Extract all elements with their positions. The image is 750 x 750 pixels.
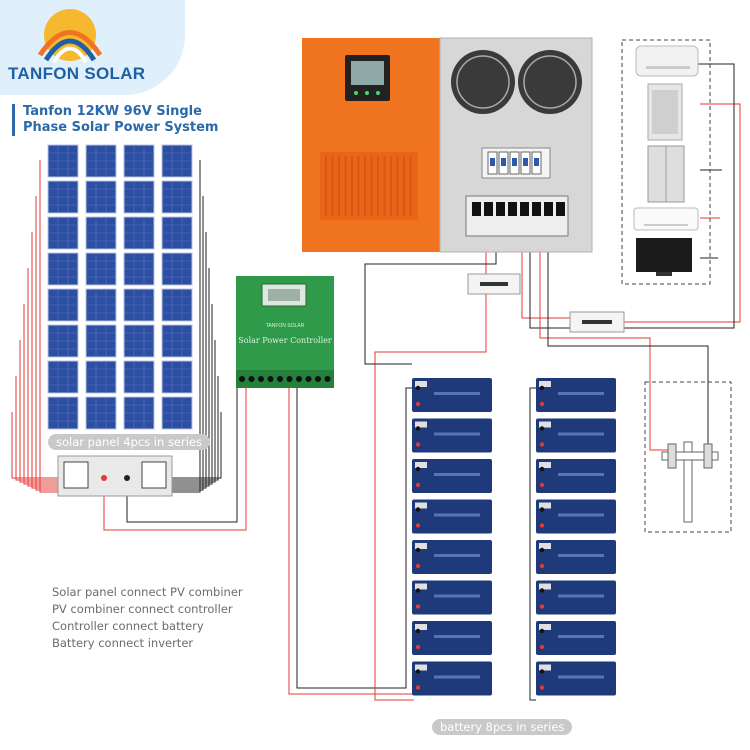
solar-panel-label: solar panel 4pcs in series <box>48 434 210 450</box>
step-1: Solar panel connect PV combiner <box>52 585 243 599</box>
solar-panel <box>47 396 79 430</box>
solar-panel-array <box>47 144 193 430</box>
battery <box>536 459 616 493</box>
solar-panel <box>47 288 79 322</box>
battery <box>412 459 492 493</box>
solar-panel <box>85 288 117 322</box>
battery <box>412 621 492 655</box>
ground-rod-icon <box>661 441 719 523</box>
solar-panel <box>85 324 117 358</box>
refrigerator-icon <box>647 145 685 203</box>
solar-panel <box>47 324 79 358</box>
battery <box>412 378 492 412</box>
solar-panel <box>47 144 79 178</box>
page-title: Tanfon 12KW 96V Single Phase Solar Power… <box>12 104 233 136</box>
brand-name: TANFON SOLAR <box>8 64 146 83</box>
solar-panel <box>123 288 155 322</box>
step-2: PV combiner connect controller <box>52 602 233 616</box>
step-4: Battery connect inverter <box>52 636 194 650</box>
battery <box>412 540 492 574</box>
load-fuse <box>569 311 625 333</box>
television-icon <box>636 238 692 276</box>
solar-controller <box>236 276 334 388</box>
battery <box>536 378 616 412</box>
air-conditioner-indoor-icon <box>635 45 699 77</box>
pv-combiner <box>57 455 173 497</box>
controller-title: Solar Power Controller <box>238 336 332 345</box>
battery <box>536 540 616 574</box>
controller-brand: TANFON SOLAR <box>265 323 305 329</box>
solar-panel <box>47 252 79 286</box>
battery <box>536 418 616 453</box>
solar-panel <box>85 252 117 286</box>
battery-fuse <box>467 273 521 295</box>
solar-panel <box>85 216 117 250</box>
solar-panel <box>47 216 79 250</box>
solar-panel <box>161 360 193 394</box>
logo-sun-icon <box>37 9 103 64</box>
solar-panel <box>47 180 79 214</box>
solar-panel <box>123 180 155 214</box>
solar-panel <box>161 396 193 430</box>
solar-panel <box>161 180 193 214</box>
solar-panel <box>161 252 193 286</box>
inverter <box>302 37 593 253</box>
solar-panel <box>161 324 193 358</box>
title-line-2: Phase Solar Power System <box>23 120 219 135</box>
solar-panel <box>47 360 79 394</box>
solar-panel <box>123 216 155 250</box>
title-line-1: Tanfon 12KW 96V Single <box>23 104 202 119</box>
battery <box>536 499 616 534</box>
connection-steps: Solar panel connect PV combiner PV combi… <box>52 584 243 652</box>
solar-panel <box>123 324 155 358</box>
solar-panel <box>161 216 193 250</box>
solar-panel <box>85 144 117 178</box>
wiring <box>11 63 741 701</box>
battery <box>412 661 492 696</box>
air-conditioner-icon <box>633 207 699 231</box>
solar-panel <box>85 396 117 430</box>
washing-machine-icon <box>647 83 683 141</box>
load-box <box>621 39 711 285</box>
battery <box>536 661 616 696</box>
battery <box>536 580 616 615</box>
logo-area: TANFON SOLAR <box>0 0 185 95</box>
solar-panel <box>85 180 117 214</box>
step-3: Controller connect battery <box>52 619 204 633</box>
solar-panel <box>161 288 193 322</box>
ground-box <box>644 381 732 533</box>
battery <box>412 418 492 453</box>
battery <box>412 499 492 534</box>
solar-panel <box>123 360 155 394</box>
solar-panel <box>123 252 155 286</box>
battery-bank <box>412 378 616 696</box>
solar-panel <box>85 360 117 394</box>
battery <box>412 580 492 615</box>
battery <box>536 621 616 655</box>
battery-label: battery 8pcs in series <box>432 719 573 735</box>
solar-panel <box>123 144 155 178</box>
solar-panel <box>123 396 155 430</box>
solar-panel <box>161 144 193 178</box>
